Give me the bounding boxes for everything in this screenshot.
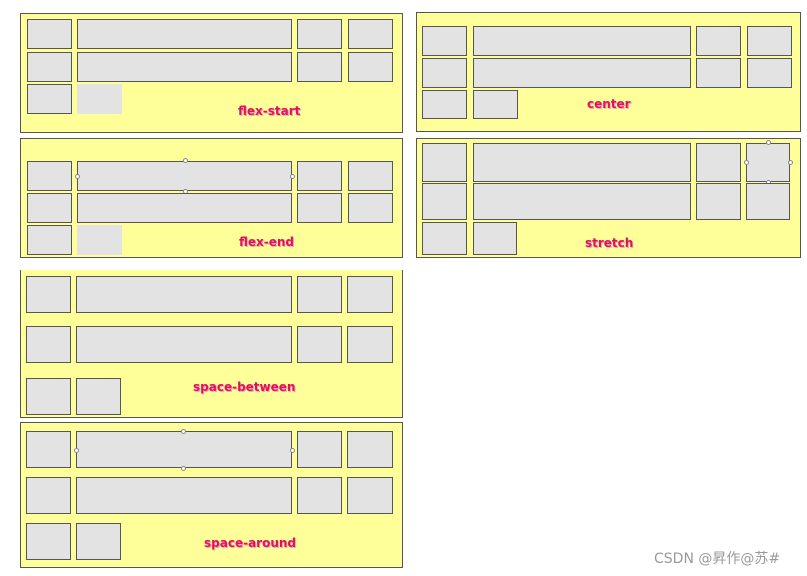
watermark: CSDN @昇作@苏# bbox=[654, 551, 781, 567]
panel-flex-end: flex-end bbox=[20, 138, 403, 258]
resize-handle bbox=[181, 429, 186, 434]
flex-item bbox=[26, 477, 71, 514]
flex-item bbox=[297, 276, 342, 313]
flex-item bbox=[297, 52, 342, 82]
resize-handle bbox=[75, 174, 80, 179]
panel-stretch: stretch bbox=[416, 138, 801, 258]
flex-item bbox=[77, 19, 292, 49]
flex-item bbox=[77, 84, 122, 114]
flex-item bbox=[297, 431, 342, 468]
resize-handle bbox=[181, 466, 186, 471]
flex-item bbox=[422, 90, 467, 119]
flex-item bbox=[747, 26, 792, 56]
flex-item bbox=[26, 276, 71, 313]
flex-item bbox=[297, 477, 342, 514]
flex-item bbox=[696, 58, 741, 88]
flex-item bbox=[422, 58, 467, 88]
flex-item bbox=[696, 143, 741, 182]
flex-item bbox=[348, 52, 393, 82]
resize-handle bbox=[744, 160, 749, 165]
flex-item bbox=[76, 378, 121, 415]
flex-item bbox=[422, 222, 467, 255]
flex-item bbox=[473, 58, 691, 88]
flex-item bbox=[422, 143, 467, 182]
flex-item bbox=[473, 143, 691, 182]
panel-label: space-between bbox=[193, 380, 296, 394]
flex-item bbox=[348, 193, 393, 223]
flex-item bbox=[27, 161, 72, 191]
resize-handle bbox=[183, 158, 188, 163]
resize-handle bbox=[290, 448, 295, 453]
flex-item bbox=[27, 225, 72, 255]
flex-item bbox=[26, 378, 71, 415]
flex-item bbox=[77, 193, 292, 223]
flex-item bbox=[696, 183, 741, 220]
flex-item bbox=[27, 84, 72, 114]
panel-center: center bbox=[416, 12, 801, 132]
flex-item bbox=[746, 183, 790, 220]
resize-handle bbox=[290, 174, 295, 179]
flex-item bbox=[348, 19, 393, 49]
flex-item bbox=[473, 183, 691, 220]
panel-label: stretch bbox=[585, 236, 634, 250]
panel-space-around: space-around bbox=[20, 422, 403, 568]
flex-item bbox=[297, 326, 342, 363]
flex-item bbox=[76, 326, 292, 363]
flex-item bbox=[77, 161, 292, 191]
flex-item bbox=[297, 161, 342, 191]
flex-item bbox=[76, 276, 292, 313]
panel-label: center bbox=[587, 97, 631, 111]
flex-item bbox=[76, 523, 121, 560]
panel-space-between: space-between bbox=[20, 270, 403, 418]
flex-item bbox=[747, 58, 792, 88]
flex-item bbox=[27, 52, 72, 82]
flex-item bbox=[347, 326, 393, 363]
flex-item bbox=[347, 477, 393, 514]
flex-item bbox=[422, 26, 467, 56]
flex-item bbox=[422, 183, 467, 220]
flex-item bbox=[473, 222, 517, 255]
resize-handle bbox=[74, 448, 79, 453]
flex-item bbox=[76, 477, 292, 514]
flex-item bbox=[473, 26, 691, 56]
resize-handle bbox=[766, 140, 771, 145]
resize-handle bbox=[788, 160, 793, 165]
flex-item bbox=[348, 161, 393, 191]
flex-item bbox=[76, 431, 292, 468]
flex-item bbox=[347, 431, 393, 468]
panel-flex-start: flex-start bbox=[20, 13, 403, 133]
panel-label: flex-end bbox=[239, 235, 295, 249]
flex-item bbox=[27, 193, 72, 223]
flex-item bbox=[26, 431, 71, 468]
flex-item bbox=[77, 52, 292, 82]
flex-item bbox=[26, 523, 71, 560]
flex-item bbox=[347, 276, 393, 313]
flex-item bbox=[696, 26, 741, 56]
flex-item bbox=[297, 193, 342, 223]
panel-label: flex-start bbox=[238, 104, 301, 118]
flex-item bbox=[27, 19, 72, 49]
panel-label: space-around bbox=[204, 536, 296, 550]
flex-item bbox=[473, 90, 518, 119]
flex-item bbox=[77, 225, 122, 255]
flex-item bbox=[746, 143, 790, 182]
flex-item bbox=[26, 326, 71, 363]
flex-item bbox=[297, 19, 342, 49]
